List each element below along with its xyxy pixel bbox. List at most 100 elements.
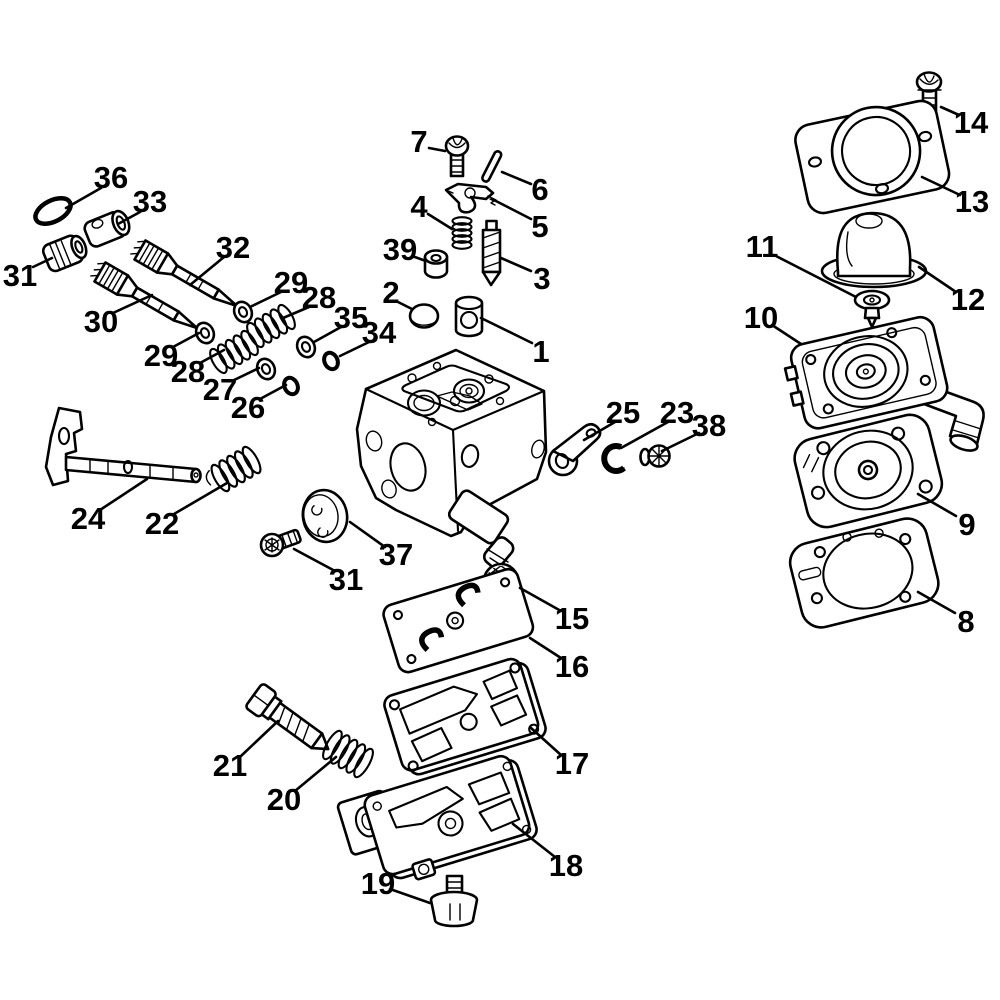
swivel-bushing-33	[83, 209, 131, 248]
leader-line-29-9	[171, 331, 201, 349]
leader-line-25-28	[582, 420, 617, 442]
spring-4	[451, 216, 473, 250]
callout-label-31-2: 31	[3, 258, 37, 293]
leader-line-9-26	[916, 492, 958, 518]
callout-layer: 3633313230292835342928272676543932114131…	[3, 105, 989, 905]
callout-label-32-3: 32	[216, 230, 250, 265]
callout-label-10-25: 10	[744, 300, 778, 335]
callout-label-19-41: 19	[361, 866, 395, 901]
leader-line-13-22	[920, 175, 962, 197]
plug-cap-31	[41, 234, 88, 273]
callout-label-33-1: 33	[133, 184, 167, 219]
callout-label-25-28: 25	[606, 395, 640, 430]
inlet-control-lever-5	[444, 182, 497, 214]
throttle-plate-37	[301, 488, 349, 544]
primer-valve-11	[853, 289, 891, 329]
callout-label-7-13: 7	[410, 124, 427, 159]
callout-label-29-5: 29	[274, 265, 308, 300]
leader-line-35-7	[312, 325, 343, 344]
leader-line-6-14	[500, 170, 533, 186]
needle-jet-3	[481, 219, 502, 287]
gasket-plate-17	[383, 657, 547, 776]
washer-35	[292, 332, 320, 362]
callout-label-9-26: 9	[958, 507, 975, 542]
pump-diaphragm-9	[793, 413, 944, 529]
leader-line-29-5	[248, 290, 283, 309]
leader-line-38-30	[660, 431, 701, 453]
callout-label-12-23: 12	[951, 282, 985, 317]
spring-22	[205, 443, 265, 495]
bushing-39	[423, 249, 449, 279]
leader-line-12-23	[917, 265, 958, 294]
callout-label-5-15: 5	[531, 209, 548, 244]
callout-label-38-30: 38	[692, 408, 726, 443]
cover-screw-19	[429, 874, 479, 928]
leader-line-28-6	[281, 305, 311, 320]
leader-line-34-8	[338, 340, 371, 358]
callout-label-21-39: 21	[213, 748, 247, 783]
callout-label-13-22: 13	[955, 184, 989, 219]
callout-label-22-32: 22	[145, 506, 179, 541]
callout-label-29-9: 29	[144, 338, 178, 373]
idle-screw-21	[245, 683, 330, 751]
callout-label-34-8: 34	[362, 315, 397, 350]
leader-line-33-1	[116, 210, 142, 226]
end-cover-18	[336, 754, 538, 881]
leader-line-1-20	[479, 316, 534, 345]
callout-label-3-18: 3	[533, 261, 550, 296]
welch-plug-2	[408, 303, 440, 329]
leader-line-7-13	[427, 146, 447, 153]
leader-line-30-4	[111, 293, 154, 315]
leader-line-3-18	[499, 256, 533, 273]
leader-line-18-38	[511, 822, 557, 859]
callout-label-1-20: 1	[532, 334, 549, 369]
leader-line-8-27	[916, 590, 957, 615]
callout-label-36-0: 36	[94, 160, 128, 195]
e-clip-23	[601, 442, 626, 474]
leader-line-4-16	[426, 212, 454, 231]
callout-label-31-34: 31	[329, 562, 363, 597]
leader-line-28-10	[198, 348, 226, 365]
o-ring-36	[33, 196, 73, 226]
leader-line-27-11	[230, 366, 261, 383]
leader-line-2-19	[396, 300, 414, 311]
leader-line-17-37	[529, 726, 563, 757]
check-valve-1	[454, 295, 484, 338]
callout-label-35-7: 35	[334, 300, 368, 335]
pump-body-10	[783, 315, 985, 452]
metering-diaphragm-16	[382, 567, 535, 674]
leader-line-24-31	[98, 477, 149, 512]
callout-label-27-11: 27	[203, 372, 237, 407]
leader-line-22-32	[172, 481, 229, 516]
callout-label-18-38: 18	[549, 848, 583, 883]
leader-line-14-21	[939, 105, 961, 117]
leader-line-11-24	[772, 253, 858, 299]
leader-line-26-12	[258, 383, 288, 401]
callout-label-20-40: 20	[267, 782, 301, 817]
callout-label-11-24: 11	[746, 229, 779, 264]
leader-line-20-40	[293, 755, 338, 793]
leader-line-31-2	[31, 256, 54, 269]
pin-6	[481, 150, 503, 183]
o-ring-26	[282, 375, 300, 397]
callout-label-39-17: 39	[383, 232, 417, 267]
o-ring-34	[322, 350, 340, 372]
callout-label-28-10: 28	[171, 354, 205, 389]
callout-label-8-27: 8	[957, 604, 974, 639]
callout-label-37-33: 37	[379, 537, 413, 572]
carburetor-body	[355, 348, 548, 570]
leader-line-21-39	[239, 719, 280, 758]
pump-gasket-8	[788, 517, 940, 629]
leader-line-23-29	[619, 420, 670, 450]
leader-line-36-0	[64, 186, 103, 210]
leader-line-16-36	[528, 636, 563, 660]
callout-label-17-37: 17	[555, 746, 589, 781]
leader-line-15-35	[518, 586, 563, 613]
callout-label-24-31: 24	[71, 501, 106, 536]
callout-label-2-19: 2	[382, 275, 399, 310]
leader-line-10-25	[770, 323, 803, 346]
primer-base-plate-13	[794, 99, 951, 215]
leader-line-32-3	[188, 255, 226, 287]
screw-31	[259, 528, 302, 558]
